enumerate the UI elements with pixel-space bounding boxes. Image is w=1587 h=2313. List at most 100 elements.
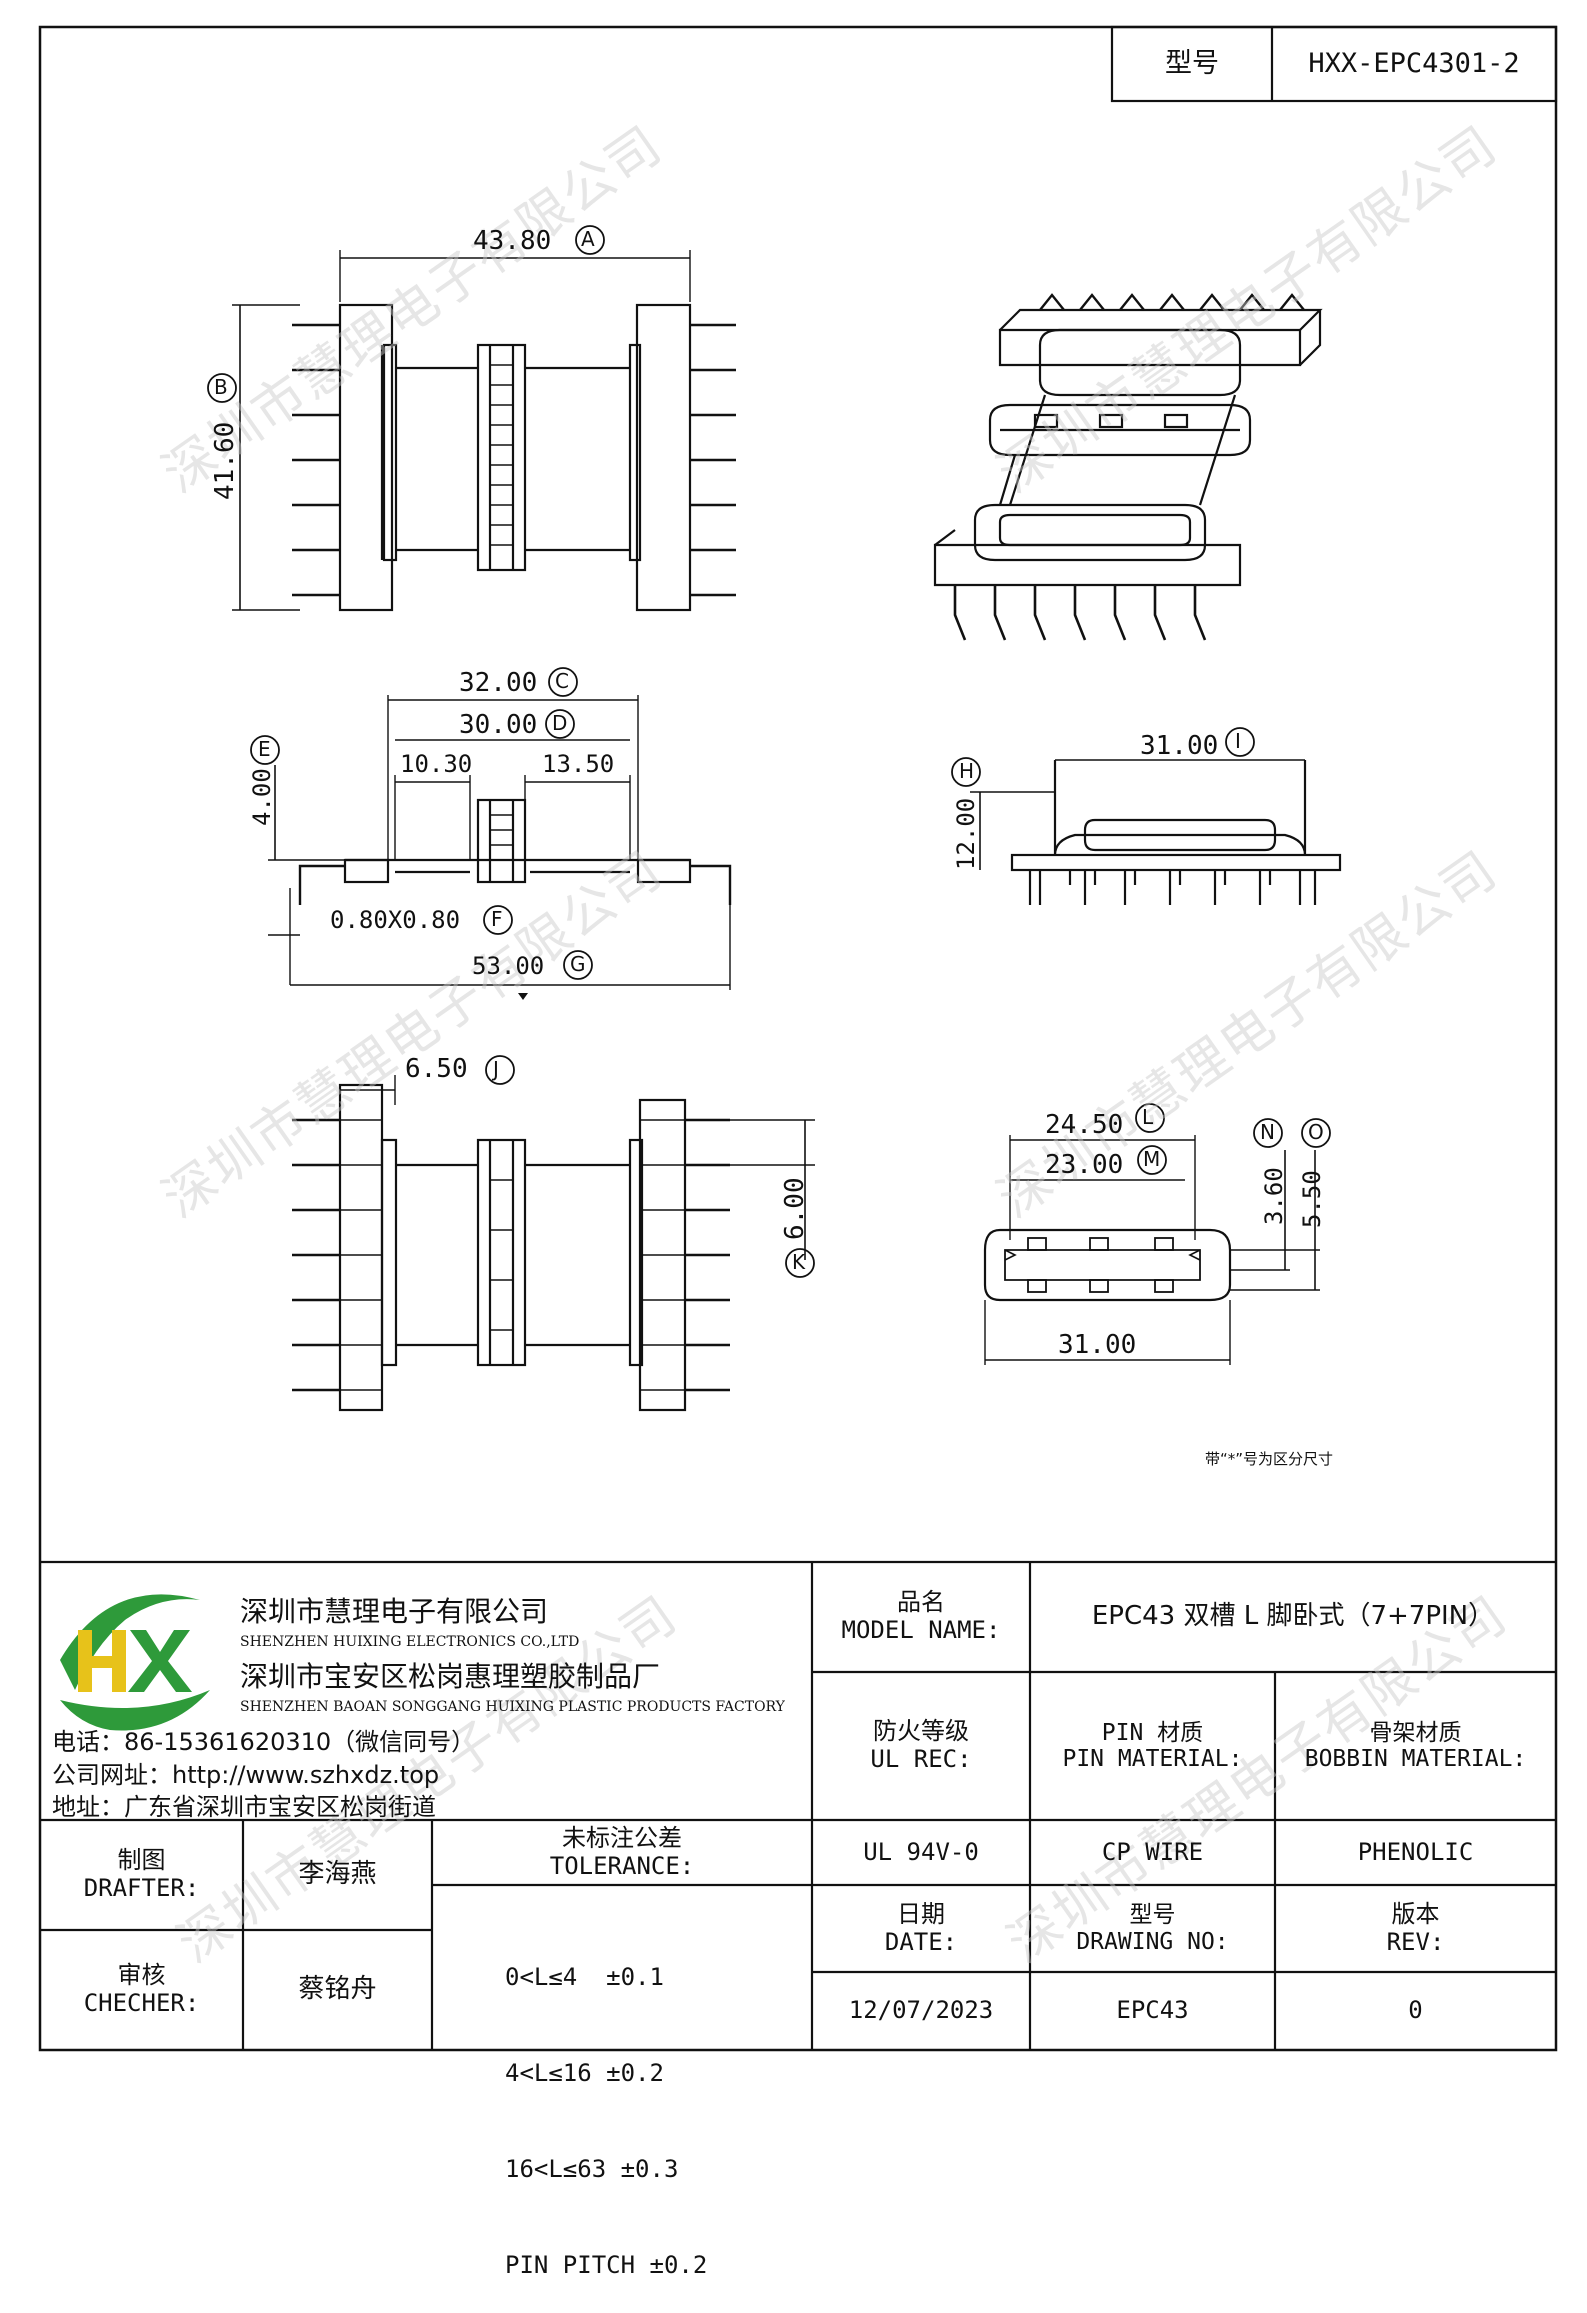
rev-label-cn: 版本 <box>1391 1899 1440 1928</box>
ul-label-en: UL REC: <box>870 1745 972 1773</box>
dim-f-value: 0.80X0.80 <box>330 906 461 934</box>
tolerance-row: 16<L≤63 ±0.3 <box>505 2155 679 2183</box>
dim-h-value: 12.00 <box>952 797 980 870</box>
factory-name-en: SHENZHEN BAOAN SONGGANG HUIXING PLASTIC … <box>240 1699 785 1715</box>
header-model-value-text: HXX-EPC4301-2 <box>1308 48 1520 80</box>
company-address: 地址：广东省深圳市宝安区松岗街道 <box>52 1793 436 1821</box>
model-name-label-cn: 品名 <box>897 1588 945 1617</box>
ul-label: 防火等级 UL REC: <box>812 1672 1030 1820</box>
bobbin-label: 骨架材质 BOBBIN MATERIAL: <box>1275 1672 1556 1820</box>
view-front <box>951 727 1342 905</box>
dim-d-value: 30.00 <box>459 710 538 740</box>
bobbin-label-cn: 骨架材质 <box>1369 1719 1462 1746</box>
model-name-label: 品名 MODEL NAME: <box>812 1562 1030 1672</box>
date-label-en: DATE: <box>884 1927 958 1956</box>
drafter-name: 李海燕 <box>243 1820 432 1930</box>
rev-label: 版本 REV: <box>1275 1885 1556 1972</box>
dim-i-tag: I <box>1235 729 1241 753</box>
checker-label-cn: 审核 <box>117 1961 166 1990</box>
dim-o-tag: O <box>1308 1120 1324 1144</box>
factory-name-cn: 深圳市宝安区松岗惠理塑胶制品厂 <box>240 1660 661 1693</box>
checker-label-en: CHECHER: <box>83 1989 200 2017</box>
view-bottom <box>292 1055 815 1412</box>
checker-name: 蔡铭舟 <box>243 1930 432 2050</box>
dim-bottom-width: 31.00 <box>1058 1330 1137 1360</box>
view-isometric <box>933 293 1323 641</box>
drawing-no-label: 型号 DRAWING NO: <box>1030 1885 1275 1972</box>
rev-value: 0 <box>1275 1972 1556 2050</box>
drawing-frame <box>38 25 1558 2052</box>
pin-value-text: CP WIRE <box>1101 1837 1204 1866</box>
dim-i-value: 31.00 <box>1140 731 1219 761</box>
drawing-no-label-en: DRAWING NO: <box>1076 1928 1229 1955</box>
model-name-label-en: MODEL NAME: <box>841 1616 1001 1644</box>
header-model-label: 型号 <box>1112 27 1272 101</box>
dim-k-tag: K <box>792 1250 806 1274</box>
pin-label-en: PIN MATERIAL: <box>1062 1746 1243 1772</box>
drawing-no-value-text: EPC43 <box>1116 1996 1189 2025</box>
dim-g-tag: G <box>570 952 586 976</box>
tolerance-row: 0<L≤4 ±0.1 <box>505 1963 664 1991</box>
checker-label: 审核 CHECHER: <box>40 1930 243 2050</box>
technical-drawing <box>38 25 1558 2052</box>
date-label: 日期 DATE: <box>812 1885 1030 1972</box>
ul-value-text: UL 94V-0 <box>863 1837 979 1866</box>
dim-a-tag: A <box>581 227 595 251</box>
dim-l-value: 24.50 <box>1045 1110 1124 1140</box>
header-model-box <box>1110 25 1558 103</box>
dim-h-tag: H <box>959 759 975 783</box>
ul-label-cn: 防火等级 <box>873 1717 969 1746</box>
dim-j-tag: J <box>493 1057 499 1081</box>
dim-n-tag: N <box>1260 1120 1275 1144</box>
dim-d-tag: D <box>552 711 568 735</box>
company-logo <box>60 1594 210 1731</box>
company-name-en: SHENZHEN HUIXING ELECTRONICS CO.,LTD <box>240 1634 580 1650</box>
dim-b-tag: B <box>214 375 228 399</box>
tolerance-row: 4<L≤16 ±0.2 <box>505 2059 664 2087</box>
tolerance-list: 0<L≤4 ±0.1 4<L≤16 ±0.2 16<L≤63 ±0.3 PIN … <box>505 1897 805 2313</box>
drawing-no-value: EPC43 <box>1030 1972 1275 2050</box>
dim-b-value: 41.60 <box>210 421 240 500</box>
view-section <box>983 1103 1331 1365</box>
checker-name-text: 蔡铭舟 <box>298 1974 377 2005</box>
dim-l-tag: L <box>1142 1105 1154 1129</box>
drafter-label-en: DRAFTER: <box>83 1874 200 1902</box>
dim-c-value: 32.00 <box>459 668 538 698</box>
company-website: 公司网址：http://www.szhxdz.top <box>52 1761 440 1789</box>
dim-n-value: 3.60 <box>1260 1167 1288 1225</box>
date-label-cn: 日期 <box>897 1899 945 1928</box>
date-value-text: 12/07/2023 <box>848 1996 994 2025</box>
drawing-no-label-cn: 型号 <box>1129 1902 1176 1929</box>
model-name-value: EPC43 双槽 L 脚卧式（7+7PIN） <box>1030 1562 1556 1672</box>
tolerance-label: 未标注公差 TOLERANCE: <box>432 1820 812 1885</box>
dim-m-tag: M <box>1143 1147 1161 1171</box>
rev-value-text: 0 <box>1408 1996 1423 2025</box>
dim-k-value: 6.00 <box>780 1177 810 1240</box>
header-model-value: HXX-EPC4301-2 <box>1272 27 1556 101</box>
dim-f-tag: F <box>491 907 503 931</box>
bobbin-value-text: PHENOLIC <box>1357 1837 1474 1866</box>
header-model-label-text: 型号 <box>1165 48 1219 80</box>
tolerance-label-cn: 未标注公差 <box>562 1823 682 1852</box>
drafter-name-text: 李海燕 <box>298 1859 377 1890</box>
dim-a-value: 43.80 <box>473 226 552 256</box>
dim-j-value: 6.50 <box>405 1054 468 1084</box>
company-phone: 电话：86-15361620310（微信同号） <box>52 1728 476 1756</box>
company-name-cn: 深圳市慧理电子有限公司 <box>240 1595 549 1628</box>
bobbin-value: PHENOLIC <box>1275 1820 1556 1885</box>
pin-label-cn: PIN 材质 <box>1101 1719 1204 1746</box>
bobbin-label-en: BOBBIN MATERIAL: <box>1304 1746 1527 1772</box>
dim-m-value: 23.00 <box>1045 1150 1124 1180</box>
model-name-value-text: EPC43 双槽 L 脚卧式（7+7PIN） <box>1091 1601 1495 1632</box>
dim-o-value: 5.50 <box>1298 1170 1326 1228</box>
dim-e-tag: E <box>258 737 271 761</box>
dim-g-value: 53.00 <box>472 952 545 980</box>
dim-right-gap: 13.50 <box>542 750 615 778</box>
drafter-label-cn: 制图 <box>117 1846 166 1875</box>
drafter-label: 制图 DRAFTER: <box>40 1820 243 1930</box>
dim-c-tag: C <box>555 669 569 693</box>
date-value: 12/07/2023 <box>812 1972 1030 2050</box>
pin-value: CP WIRE <box>1030 1820 1275 1885</box>
title-block-grid <box>40 1560 1556 2050</box>
pin-label: PIN 材质 PIN MATERIAL: <box>1030 1672 1275 1820</box>
